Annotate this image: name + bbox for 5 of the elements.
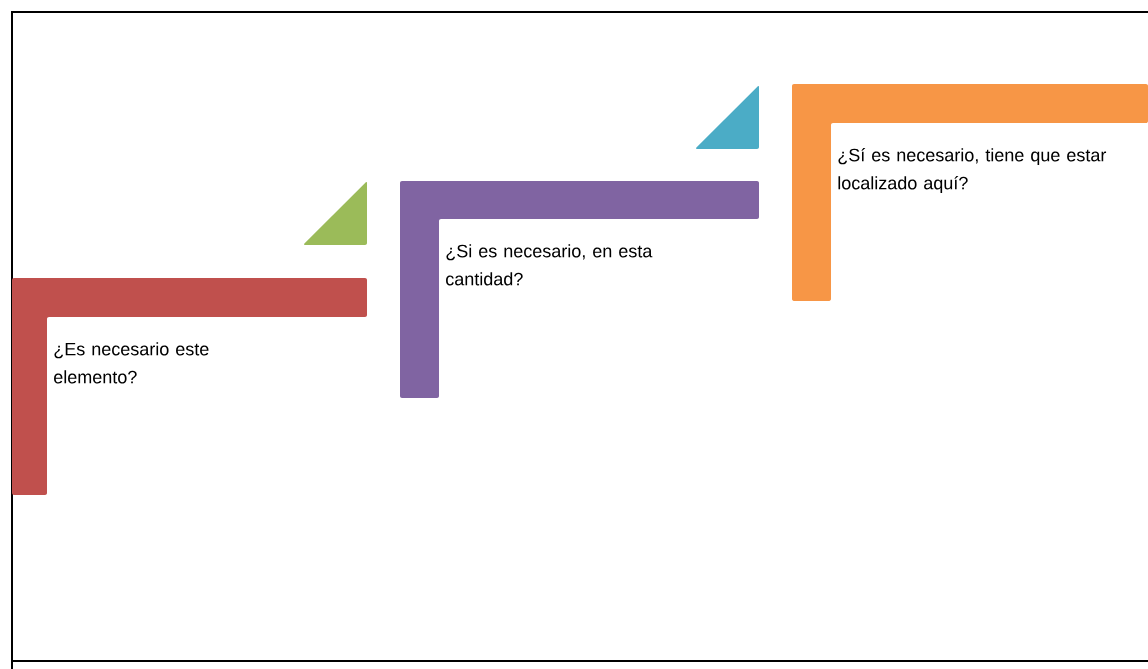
step-band: ¿Es necesario este elemento? — [12, 278, 367, 495]
step-band: ¿Sí es necesario, tiene que estar localizado aquí? — [792, 84, 1148, 301]
corner-triangle — [304, 181, 367, 245]
corner-triangle — [696, 85, 759, 149]
step-band: ¿Si es necesario, en esta cantidad? — [400, 181, 759, 398]
